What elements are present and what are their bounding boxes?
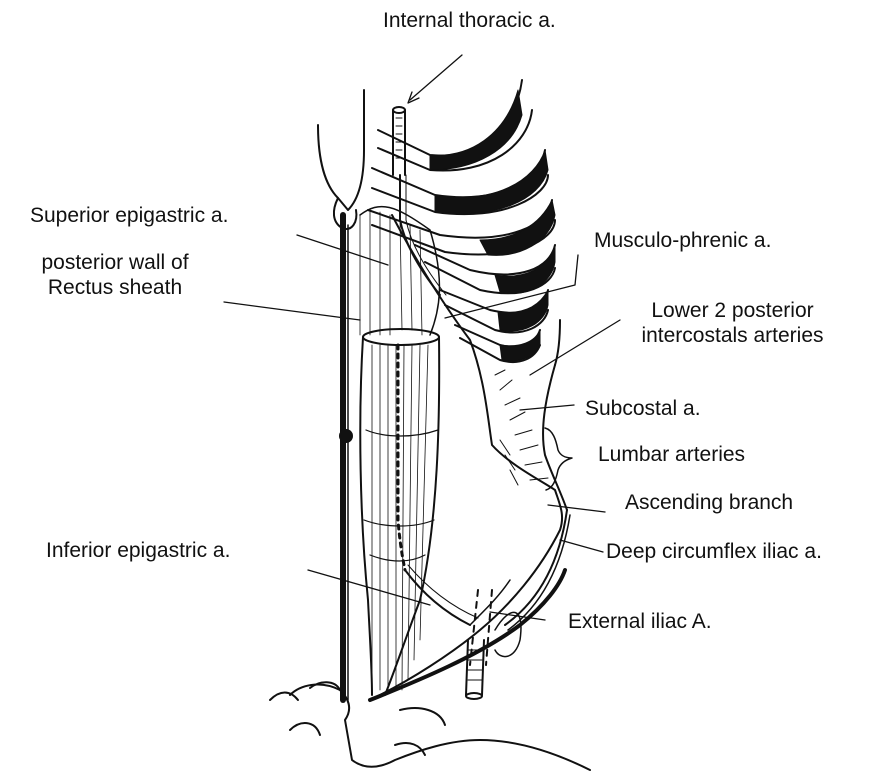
leader-lines <box>224 55 620 620</box>
leader-posterior-wall <box>224 302 360 320</box>
label-posterior-wall: posterior wall of Rectus sheath <box>10 250 220 300</box>
lumbar-branches <box>495 370 548 485</box>
label-lower-posterior-line2: intercostals arteries <box>615 323 850 348</box>
linea-alba <box>339 215 353 700</box>
label-posterior-wall-line1: posterior wall of <box>10 250 220 275</box>
leader-internal-thoracic <box>410 55 462 100</box>
label-superior-epigastric: Superior epigastric a. <box>30 203 228 228</box>
leader-inferior-epigastric <box>308 570 430 605</box>
label-deep-circumflex: Deep circumflex iliac a. <box>606 539 822 564</box>
label-musculo-phrenic: Musculo-phrenic a. <box>594 228 771 253</box>
label-external-iliac: External iliac A. <box>568 609 712 634</box>
abdominal-wall-outline <box>370 215 570 700</box>
label-lumbar: Lumbar arteries <box>598 442 745 467</box>
rectus-abdominis <box>360 329 439 695</box>
pelvis <box>270 682 590 770</box>
label-lower-posterior-line1: Lower 2 posterior <box>615 298 850 323</box>
lumbar-bracket <box>545 428 572 490</box>
leader-lower-posterior <box>530 320 620 375</box>
label-internal-thoracic: Internal thoracic a. <box>383 8 556 33</box>
sternum <box>318 90 364 229</box>
leader-ascending <box>548 505 605 512</box>
label-subcostal: Subcostal a. <box>585 396 701 421</box>
label-lower-posterior: Lower 2 posterior intercostals arteries <box>615 298 850 348</box>
label-inferior-epigastric: Inferior epigastric a. <box>46 538 230 563</box>
label-ascending-branch: Ascending branch <box>625 490 793 515</box>
leader-deep-circumflex <box>560 540 603 552</box>
leader-subcostal <box>520 405 574 410</box>
label-posterior-wall-line2: Rectus sheath <box>10 275 220 300</box>
